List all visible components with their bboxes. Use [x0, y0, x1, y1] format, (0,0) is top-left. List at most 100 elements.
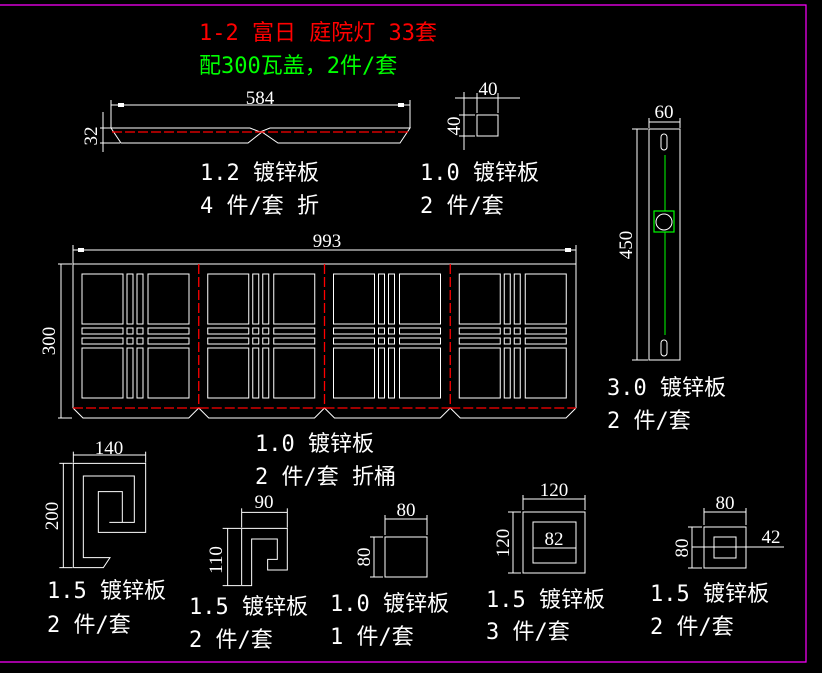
dim-80-frame-height: 80	[672, 539, 693, 558]
panel-cutout	[513, 337, 521, 345]
panel-cutout	[458, 327, 501, 335]
dim-80-frame-width: 80	[716, 493, 735, 514]
dim-80-width: 80	[397, 500, 416, 521]
title-line-2: 配300瓦盖，2件/套	[199, 54, 397, 79]
panel-cutout	[273, 347, 316, 399]
frame-80-qty: 2 件/套	[650, 615, 734, 640]
panel-cutout	[262, 337, 270, 345]
panel-cutout	[147, 347, 190, 399]
dim-110: 110	[206, 546, 227, 574]
panel-cutout	[513, 347, 521, 399]
small-square-qty: 2 件/套	[420, 194, 504, 219]
panel-cutout	[207, 337, 250, 345]
panel-cutout	[458, 337, 501, 345]
part-tall-plate: 60 450 3.0 镀锌板 2 件/套	[607, 102, 726, 434]
small-square-material: 1.0 镀锌板	[420, 161, 539, 186]
strip-material: 1.2 镀锌板	[200, 161, 319, 186]
panel-cutout	[378, 327, 385, 335]
panel-cutout	[147, 337, 190, 345]
panel-cutout	[524, 273, 567, 325]
frame-120-qty: 3 件/套	[486, 620, 570, 645]
panel-cutout	[262, 327, 270, 335]
panel-cutout	[458, 273, 501, 325]
spiral-qty: 2 件/套	[47, 613, 131, 638]
dim-42: 42	[762, 527, 781, 548]
panel-cutout	[378, 347, 385, 399]
tall-plate-material: 3.0 镀锌板	[607, 376, 726, 401]
panel-fold-tab	[198, 407, 325, 419]
dim-584: 584	[246, 88, 275, 109]
part-frame-120: 120 120 82 1.5 镀锌板 3 件/套	[486, 480, 605, 645]
panel-cutout	[147, 327, 190, 335]
dim-200: 200	[42, 502, 63, 531]
part-strip: 584 32 1.2 镀锌板 4 件/套 折	[81, 88, 411, 219]
frame-120-material: 1.5 镀锌板	[486, 588, 605, 613]
panel-cutout	[503, 273, 511, 325]
panel-fold-tab	[324, 407, 451, 419]
panel-cutout	[333, 327, 375, 335]
panel-cutout	[207, 273, 250, 325]
spiral-material: 1.5 镀锌板	[47, 579, 166, 604]
square-80-material: 1.0 镀锌板	[330, 592, 449, 617]
panel-cutout	[458, 347, 501, 399]
panel-cutout	[399, 337, 441, 345]
panel-cutout	[333, 337, 375, 345]
square-80-qty: 1 件/套	[330, 625, 414, 650]
panel-cutout	[388, 337, 395, 345]
part-square-80: 80 80 1.0 镀锌板 1 件/套	[330, 500, 449, 650]
hook-material: 1.5 镀锌板	[189, 595, 308, 620]
dim-120-height: 120	[493, 529, 514, 558]
panel-cutout	[513, 273, 521, 325]
panel-cutout	[81, 347, 124, 399]
panel-cutout	[399, 327, 441, 335]
title-line-1: 1-2 富日 庭院灯 33套	[199, 21, 437, 46]
panel-cutout	[126, 273, 134, 325]
part-hook	[222, 508, 288, 587]
panel-cutout	[388, 273, 395, 325]
panel-cutout	[81, 327, 124, 335]
panel-cutout	[136, 337, 144, 345]
panel-cutout	[399, 347, 441, 399]
panel-cutout	[252, 327, 260, 335]
panel-cutout	[262, 273, 270, 325]
panel-cutout	[147, 273, 190, 325]
frame-80-material: 1.5 镀锌板	[650, 582, 769, 607]
panel-cutout	[388, 327, 395, 335]
panel-cutout	[81, 337, 124, 345]
panel-cutout	[273, 327, 316, 335]
panel-cutout	[503, 337, 511, 345]
dim-40-width: 40	[479, 79, 498, 100]
dim-450: 450	[616, 231, 637, 260]
panel-cutout	[378, 337, 385, 345]
panel-cutout	[252, 347, 260, 399]
panel-cutout	[513, 327, 521, 335]
dim-40-height: 40	[444, 117, 465, 136]
panel-fold-tab	[449, 407, 577, 419]
hook-qty: 2 件/套	[189, 628, 273, 653]
panel-cutout	[136, 347, 144, 399]
panel-cutout	[262, 347, 270, 399]
panel-cutout	[252, 337, 260, 345]
dim-120-width: 120	[540, 480, 569, 501]
panel-cutout	[399, 273, 441, 325]
panel-cutout	[524, 327, 567, 335]
dim-60: 60	[655, 102, 674, 123]
panel-cutout	[207, 327, 250, 335]
tall-plate-qty: 2 件/套	[607, 409, 691, 434]
panel-cutout	[524, 347, 567, 399]
panel-cutout	[333, 273, 375, 325]
dim-140: 140	[95, 438, 124, 459]
panel-cutout	[126, 347, 134, 399]
panel-cutout	[136, 327, 144, 335]
panel-cutout	[126, 327, 134, 335]
panel-cutout	[273, 337, 316, 345]
panel-cutout	[126, 337, 134, 345]
panel-cutout	[136, 273, 144, 325]
part-frame-80: 80 80 42 1.5 镀锌板 2 件/套	[650, 493, 784, 640]
dim-993: 993	[313, 231, 342, 252]
part-spiral	[59, 451, 147, 569]
dim-82: 82	[545, 529, 564, 550]
panel-cutout	[503, 347, 511, 399]
panel-cutout	[333, 347, 375, 399]
panel-cutout	[81, 273, 124, 325]
